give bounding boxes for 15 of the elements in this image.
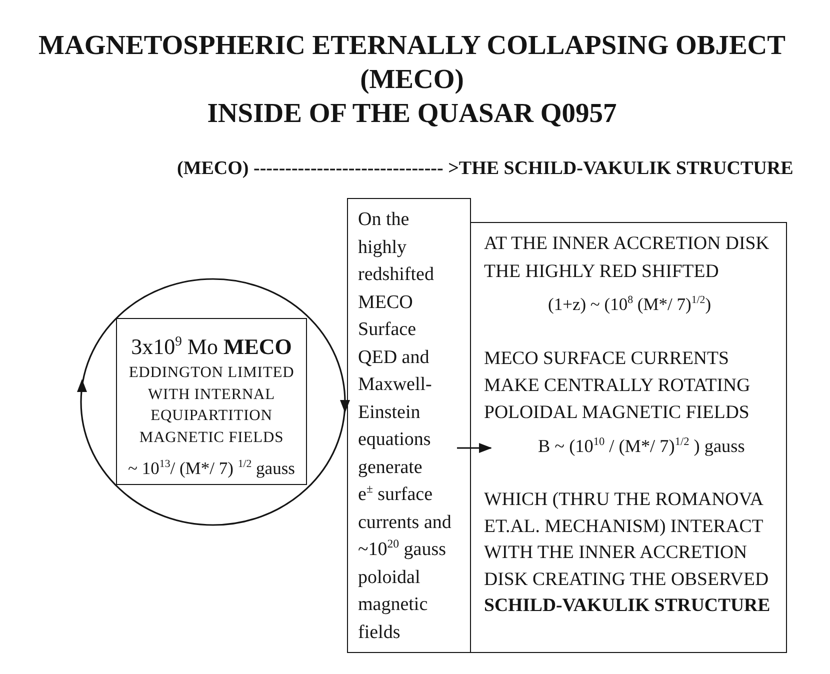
body-text: On the highly redshifted MECO Surface QED and Maxwell-Einstein equations generate e$^{±}$ surface currents and ~10$^{20}$ gauss poloidal magnetic fields [358,208,452,644]
formula-text: ~ 10$^{13}$/ (M*/ 7) $^{1/2}$ gauss [127,457,296,479]
body-text: MECO SURFACE CURRENTS MAKE CENTRALLY ROTATING POLOIDAL MAGNETIC FIELDS [484,347,752,425]
subheading-text: (MECO) ------------------------------ >THE SCHILD-VAKULIK STRUCTURE [177,157,794,181]
meco-box [116,318,307,485]
text-column-box [347,198,471,653]
body-text: EDDINGTON LIMITED WITH INTERNAL EQUIPARTITION MAGNETIC FIELDS [128,363,296,448]
heading-text: 3x10$^{9}$ Mo MECO [130,333,293,361]
description-panel [470,222,787,653]
arrow [457,443,492,453]
formula-text: B ~ (10$^{10}$ / (M*/ 7)$^{1/2}$ ) gauss [538,434,746,458]
title: MAGNETOSPHERIC ETERNALLY COLLAPSING OBJECT (MECO) INSIDE OF THE QUASAR Q0957 [38,28,786,130]
body-text: AT THE INNER ACCRETION DISK THE HIGHLY RED SHIFTED [484,232,770,284]
body-text: WHICH (THRU THE ROMANOVA ET.AL. MECHANISM) INTERACT WITH THE INNER ACCRETION DISK CREATING THE OBSERVED SCHILD-VAKULIK STRUCTURE [484,488,772,618]
formula-text: (1+z) ~ (10$^{8}$ (M*/ 7)$^{1/2}$) [548,293,712,316]
